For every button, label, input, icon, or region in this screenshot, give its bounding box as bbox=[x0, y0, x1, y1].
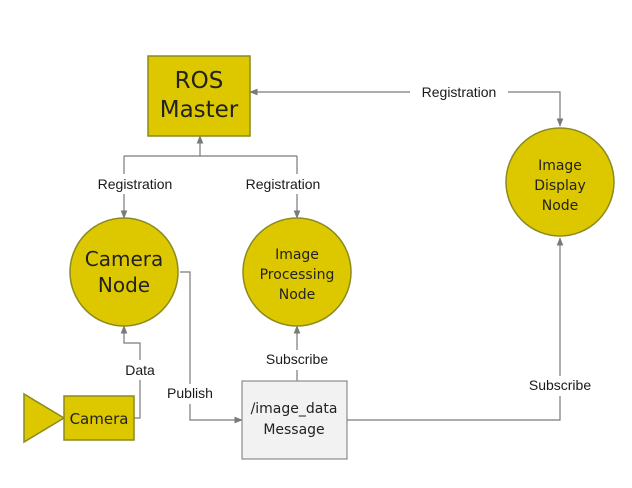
ros-master-line1: ROS bbox=[175, 68, 224, 94]
image-display-node: Image Display Node bbox=[505, 127, 615, 237]
edge-data bbox=[120, 325, 141, 419]
label-data: Data bbox=[125, 362, 155, 378]
edge-labels: Registration Registration Registration D… bbox=[84, 82, 600, 404]
label-subscribe-processing: Subscribe bbox=[266, 351, 328, 367]
image-processing-node: Image Processing Node bbox=[242, 217, 352, 327]
edge-registration-display-node bbox=[249, 88, 564, 127]
camera-label: Camera bbox=[70, 410, 129, 428]
label-registration-camera: Registration bbox=[98, 176, 173, 192]
camera-node: Camera Node bbox=[69, 217, 179, 327]
ros-master-node: ROS Master bbox=[147, 55, 251, 137]
label-publish: Publish bbox=[167, 385, 213, 401]
image-display-node-line1: Image bbox=[538, 158, 582, 174]
camera-node-line2: Node bbox=[98, 273, 150, 297]
camera-node-line1: Camera bbox=[85, 247, 164, 271]
image-display-node-line2: Display bbox=[534, 178, 586, 194]
image-data-message: /image_data Message bbox=[241, 380, 348, 460]
label-registration-processing: Registration bbox=[246, 176, 321, 192]
camera-device: Camera bbox=[23, 392, 135, 444]
image-processing-node-line3: Node bbox=[279, 287, 316, 303]
label-subscribe-display: Subscribe bbox=[529, 377, 591, 393]
edge-subscribe-display bbox=[347, 237, 564, 421]
image-display-node-line3: Node bbox=[542, 198, 579, 214]
edge-publish bbox=[180, 271, 243, 424]
label-registration-display: Registration bbox=[422, 84, 497, 100]
camera-lens-icon bbox=[23, 392, 66, 444]
ros-master-line2: Master bbox=[160, 97, 239, 123]
connections bbox=[120, 88, 564, 424]
image-data-message-line2: Message bbox=[263, 422, 324, 438]
image-processing-node-line1: Image bbox=[275, 247, 319, 263]
image-data-message-line1: /image_data bbox=[251, 401, 338, 417]
image-processing-node-line2: Processing bbox=[260, 267, 335, 283]
